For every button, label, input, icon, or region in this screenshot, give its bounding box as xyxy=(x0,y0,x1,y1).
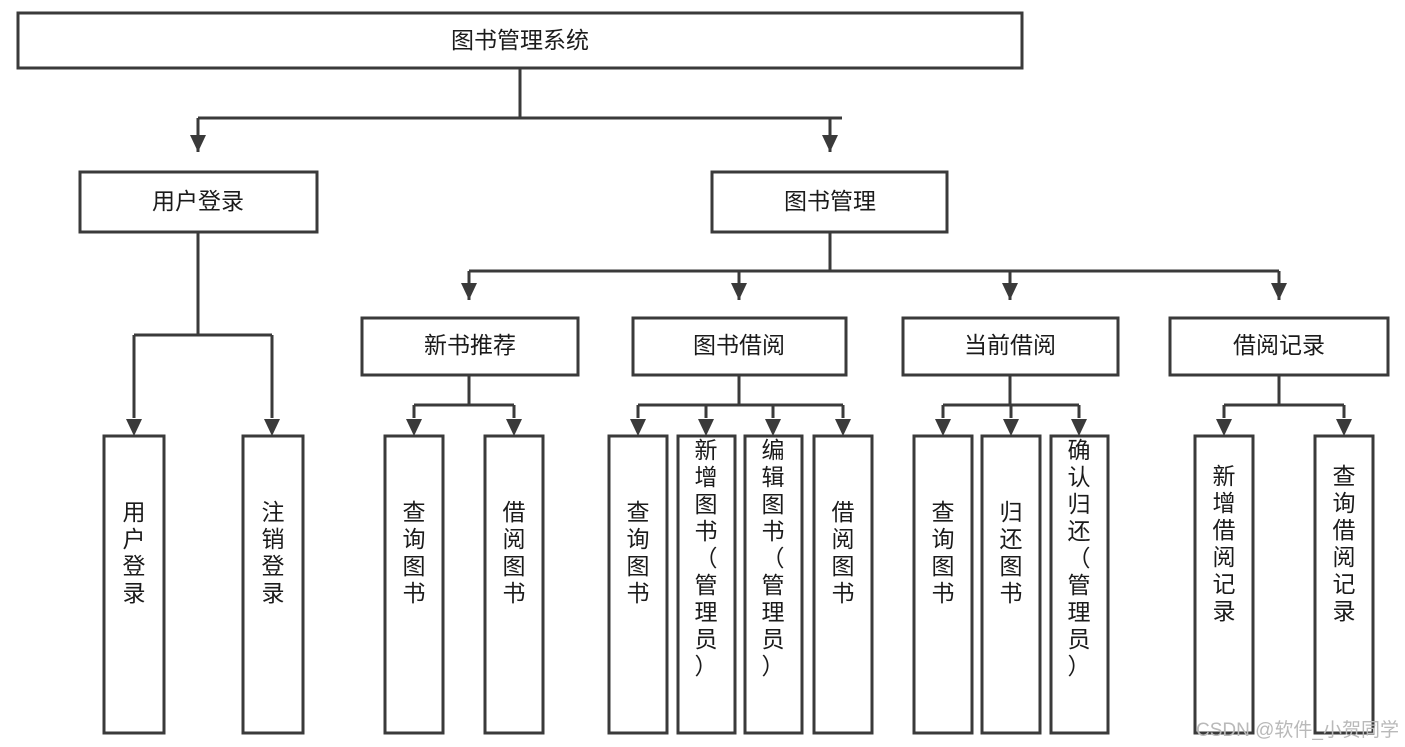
arrow-icon-to-leaf-add-book xyxy=(698,419,714,436)
node-leaf-query-record[interactable]: 查询借阅记录 xyxy=(1313,434,1375,735)
arrow-icon-to-leaf-user-login xyxy=(126,419,142,436)
arrow-icon-to-leaf-add-record xyxy=(1216,419,1232,436)
node-user-login-box[interactable] xyxy=(78,170,319,234)
node-new-book-recommend[interactable]: 新书推荐 xyxy=(360,316,580,377)
node-leaf-add-book[interactable]: 新增图书（管理员） xyxy=(676,434,737,735)
node-book-borrow-label: 图书借阅 xyxy=(693,332,785,358)
node-leaf-borrow-book-1-label: 借阅图书 xyxy=(503,499,526,606)
node-book-manage[interactable]: 图书管理 xyxy=(710,170,949,234)
node-leaf-query-book-2-label: 查询图书 xyxy=(627,499,650,606)
node-leaf-confirm-return-label: 确认归还（管理员） xyxy=(1068,437,1091,679)
node-leaf-user-login-label: 用户登录 xyxy=(123,499,146,606)
arrow-icon-to-leaf-borrow-book-1 xyxy=(506,419,522,436)
node-leaf-confirm-return-box[interactable] xyxy=(1049,434,1110,735)
node-book-borrow-box[interactable] xyxy=(631,316,848,377)
node-user-login[interactable]: 用户登录 xyxy=(78,170,319,234)
node-current-borrow-label: 当前借阅 xyxy=(964,332,1056,358)
arrow-icon-to-new-book-recommend xyxy=(461,283,477,300)
arrow-icon-to-leaf-edit-book xyxy=(765,419,781,436)
arrow-icon-to-leaf-user-logout xyxy=(264,419,280,436)
node-leaf-query-book-2-box[interactable] xyxy=(607,434,669,735)
node-root[interactable]: 图书管理系统 xyxy=(16,11,1024,70)
arrow-icon-to-leaf-return-book xyxy=(1003,419,1019,436)
node-leaf-add-record[interactable]: 新增借阅记录 xyxy=(1193,434,1255,735)
node-leaf-borrow-book-2-label: 借阅图书 xyxy=(832,499,855,606)
node-leaf-edit-book-label: 编辑图书（管理员） xyxy=(762,437,785,679)
node-leaf-user-logout-label: 注销登录 xyxy=(262,499,285,606)
arrow-icon-to-leaf-query-record xyxy=(1336,419,1352,436)
node-leaf-borrow-book-1-box[interactable] xyxy=(483,434,545,735)
node-book-manage-box[interactable] xyxy=(710,170,949,234)
arrow-icon-to-book-manage xyxy=(822,135,838,152)
node-leaf-edit-book[interactable]: 编辑图书（管理员） xyxy=(743,434,804,735)
node-leaf-add-book-label: 新增图书（管理员） xyxy=(695,437,718,679)
arrow-icon-to-borrow-record xyxy=(1271,283,1287,300)
arrow-icon-to-current-borrow xyxy=(1002,283,1018,300)
node-leaf-user-logout-box[interactable] xyxy=(241,434,305,735)
watermark-label: CSDN @软件_小贺同学 xyxy=(1196,719,1399,741)
node-leaf-user-logout[interactable]: 注销登录 xyxy=(241,434,305,735)
node-root-box[interactable] xyxy=(16,11,1024,70)
node-leaf-edit-book-box[interactable] xyxy=(743,434,804,735)
node-leaf-return-book[interactable]: 归还图书 xyxy=(980,434,1042,735)
node-new-book-recommend-label: 新书推荐 xyxy=(424,332,516,358)
arrow-icon-to-leaf-confirm-return xyxy=(1071,419,1087,436)
node-leaf-return-book-label: 归还图书 xyxy=(1000,499,1023,606)
node-leaf-borrow-book-2-box[interactable] xyxy=(812,434,874,735)
node-current-borrow[interactable]: 当前借阅 xyxy=(901,316,1120,377)
node-leaf-add-book-box[interactable] xyxy=(676,434,737,735)
node-leaf-query-book-1[interactable]: 查询图书 xyxy=(383,434,445,735)
node-borrow-record-box[interactable] xyxy=(1168,316,1390,377)
node-leaf-add-record-label: 新增借阅记录 xyxy=(1213,463,1236,624)
node-leaf-user-login[interactable]: 用户登录 xyxy=(102,434,166,735)
node-leaf-borrow-book-2[interactable]: 借阅图书 xyxy=(812,434,874,735)
arrow-icon-to-user-login xyxy=(190,135,206,152)
node-leaf-query-book-1-label: 查询图书 xyxy=(403,499,426,606)
node-book-borrow[interactable]: 图书借阅 xyxy=(631,316,848,377)
node-leaf-add-record-box[interactable] xyxy=(1193,434,1255,735)
node-leaf-query-book-2[interactable]: 查询图书 xyxy=(607,434,669,735)
node-leaf-borrow-book-1[interactable]: 借阅图书 xyxy=(483,434,545,735)
node-current-borrow-box[interactable] xyxy=(901,316,1120,377)
node-root-label: 图书管理系统 xyxy=(451,27,589,53)
node-leaf-query-book-3-box[interactable] xyxy=(912,434,974,735)
node-leaf-query-book-3[interactable]: 查询图书 xyxy=(912,434,974,735)
node-book-manage-label: 图书管理 xyxy=(784,188,876,214)
node-borrow-record[interactable]: 借阅记录 xyxy=(1168,316,1390,377)
arrow-icon-to-leaf-query-book-1 xyxy=(406,419,422,436)
node-user-login-label: 用户登录 xyxy=(152,188,244,214)
node-leaf-query-record-box[interactable] xyxy=(1313,434,1375,735)
node-leaf-confirm-return[interactable]: 确认归还（管理员） xyxy=(1049,434,1110,735)
node-leaf-query-book-1-box[interactable] xyxy=(383,434,445,735)
node-leaf-query-record-label: 查询借阅记录 xyxy=(1333,463,1356,624)
arrow-icon-to-book-borrow xyxy=(731,283,747,300)
arrow-icon-to-leaf-query-book-2 xyxy=(630,419,646,436)
node-leaf-user-login-box[interactable] xyxy=(102,434,166,735)
node-leaf-query-book-3-label: 查询图书 xyxy=(932,499,955,606)
arrow-icon-to-leaf-query-book-3 xyxy=(935,419,951,436)
node-leaf-return-book-box[interactable] xyxy=(980,434,1042,735)
node-new-book-recommend-box[interactable] xyxy=(360,316,580,377)
node-borrow-record-label: 借阅记录 xyxy=(1233,332,1325,358)
arrow-icon-to-leaf-borrow-book-2 xyxy=(835,419,851,436)
